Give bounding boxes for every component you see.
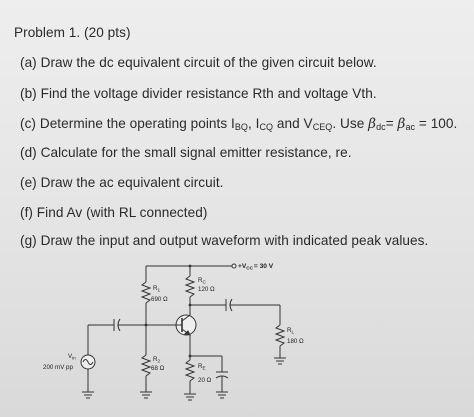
re-name-label: RE <box>198 363 206 371</box>
rl-value-label: 180 Ω <box>287 338 304 345</box>
r1-resistor <box>140 281 152 304</box>
collector-junction-dot <box>188 303 192 307</box>
rl-name-label: RL <box>287 327 294 335</box>
r2-name-label: R2 <box>153 356 160 364</box>
question-a: (a) Draw the dc equivalent circuit of th… <box>20 55 377 70</box>
vcc-terminal <box>231 263 237 269</box>
rc-resistor <box>184 275 196 298</box>
question-e: (e) Draw the ac equivalent circuit. <box>20 175 224 190</box>
question-c-mid3: . Use <box>332 116 369 131</box>
question-c-mid1: , I <box>247 116 260 131</box>
r2-resistor <box>140 354 152 377</box>
beta-ac-symbol: β <box>397 116 406 132</box>
question-f: (f) Find Av (with RL connected) <box>20 205 208 220</box>
question-c-sub-bq: BQ <box>234 122 248 132</box>
question-b: (b) Find the voltage divider resistance … <box>20 86 377 101</box>
question-d: (d) Calculate for the small signal emitt… <box>20 145 352 160</box>
base-junction-dot <box>144 323 148 327</box>
question-g: (g) Draw the input and output waveform w… <box>20 233 429 248</box>
problem-title: Problem 1. (20 pts) <box>14 25 131 40</box>
r1-value-label: 690 Ω <box>151 296 168 303</box>
question-c-mid2: and V <box>273 116 313 131</box>
question-c-sub-dc: dc <box>376 122 386 132</box>
emitter-junction-dot <box>188 354 192 358</box>
vcc-label: +VCC= 30 V <box>238 263 274 271</box>
beta-dc-symbol: β <box>368 116 377 132</box>
emitter-arrow-icon <box>183 330 191 336</box>
question-c: (c) Determine the operating points IBQ, … <box>20 116 457 132</box>
vcc-junction-dot <box>188 264 192 268</box>
rc-name-label: RC <box>198 277 206 285</box>
question-c-prefix: (c) Determine the operating points I <box>20 116 235 131</box>
vin-value-label: 200 mV pp <box>43 364 73 371</box>
rl-resistor <box>274 324 286 347</box>
vin-name-label: Vin <box>68 353 76 361</box>
transistor-collector <box>181 314 191 322</box>
vin-sine-icon <box>82 359 94 365</box>
re-resistor <box>184 359 196 382</box>
r1-name-label: R1 <box>153 285 160 293</box>
question-c-eq: = <box>385 116 398 131</box>
question-c-sub-cq: CQ <box>259 122 274 132</box>
rc-value-label: 120 Ω <box>198 286 215 293</box>
question-c-tail: = 100. <box>415 116 458 131</box>
re-value-label: 20 Ω <box>198 377 212 384</box>
r2-value-label: 68 Ω <box>151 365 165 372</box>
question-c-sub-ac: ac <box>405 122 416 132</box>
question-c-sub-ceq: CEQ <box>312 122 333 132</box>
